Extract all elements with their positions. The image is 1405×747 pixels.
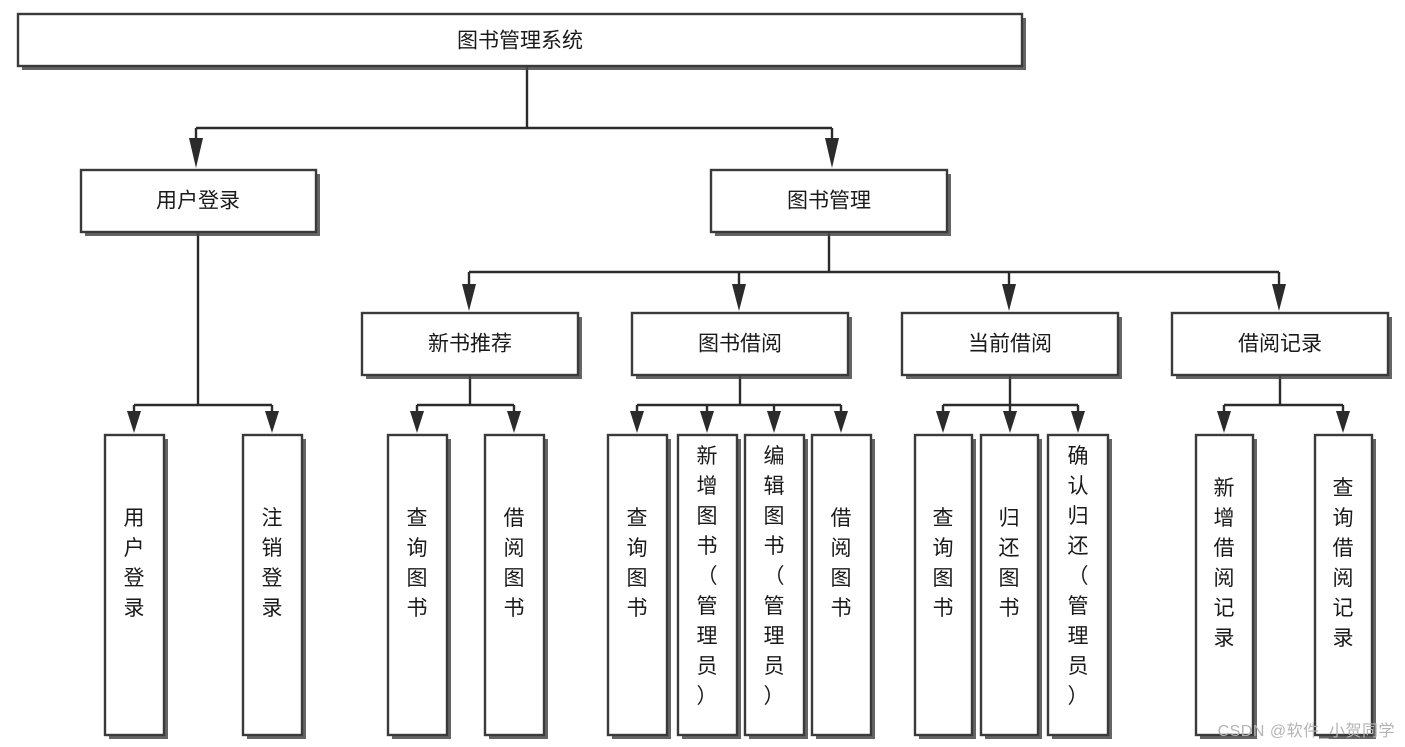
- current-borrow-box: [900, 311, 1120, 377]
- book-borrow-box: [630, 311, 850, 377]
- connector-group-book-management: [462, 232, 1286, 311]
- leaf-query-book-1-label: 查询图书: [407, 507, 428, 620]
- leaf-query-borrow-record-box: [1313, 433, 1374, 737]
- new-book-recommend-label: 新书推荐: [428, 333, 512, 356]
- node-leaf-borrow-book-1[interactable]: 借阅图书: [483, 433, 548, 739]
- book-management-label: 图书管理: [787, 190, 871, 213]
- borrow-record-box: [1170, 311, 1390, 377]
- node-user-login[interactable]: 用户登录: [79, 168, 320, 236]
- leaf-return-book-box: [979, 433, 1040, 737]
- node-current-borrow[interactable]: 当前借阅: [900, 311, 1122, 379]
- leaf-add-book-admin-box: [676, 433, 739, 737]
- node-leaf-query-book-3[interactable]: 查询图书: [913, 433, 976, 739]
- arrowhead-leaf-logout-login: [265, 411, 279, 433]
- leaf-confirm-return-admin-box: [1046, 433, 1110, 737]
- book-borrow-label: 图书借阅: [698, 333, 782, 356]
- node-leaf-return-book[interactable]: 归还图书: [979, 433, 1042, 739]
- arrowhead-leaf-user-login: [127, 411, 141, 433]
- leaf-query-book-1-box: [386, 433, 449, 737]
- root-label: 图书管理系统: [457, 30, 583, 53]
- connector-group-user-login: [127, 232, 279, 433]
- node-book-borrow[interactable]: 图书借阅: [630, 311, 852, 379]
- leaf-query-book-2-box: [606, 433, 669, 737]
- arrowhead-leaf-query-borrow-record: [1336, 411, 1350, 433]
- leaf-query-book-3-box: [913, 433, 974, 737]
- arrowhead-leaf-confirm-return-admin: [1071, 411, 1085, 433]
- user-login-label: 用户登录: [156, 190, 240, 213]
- node-leaf-borrow-book-2[interactable]: 借阅图书: [810, 433, 875, 739]
- borrow-record-label: 借阅记录: [1238, 333, 1322, 356]
- connector-group-current-borrow: [936, 375, 1085, 433]
- arrowhead-leaf-borrow-book-2: [834, 411, 848, 433]
- leaf-borrow-book-2-box: [810, 433, 873, 737]
- book-management-box: [709, 168, 949, 234]
- arrowhead-current-borrow: [1002, 284, 1016, 311]
- leaf-logout-login-box: [241, 433, 304, 737]
- node-leaf-confirm-return-admin[interactable]: 确认归还（管理员）: [1046, 433, 1112, 739]
- arrowhead-book-borrow: [732, 284, 746, 311]
- leaf-user-login-label: 用户登录: [124, 507, 145, 620]
- arrowhead-leaf-query-book-1: [410, 411, 424, 433]
- current-borrow-label: 当前借阅: [968, 333, 1052, 356]
- arrowhead-leaf-add-book-admin: [700, 411, 714, 433]
- arrowhead-leaf-query-book-3: [936, 411, 950, 433]
- node-new-book-recommend[interactable]: 新书推荐: [360, 311, 582, 379]
- leaf-edit-book-admin-box: [743, 433, 806, 737]
- connector-group-book-borrow: [630, 375, 848, 433]
- arrowhead-new-book-recommend: [462, 284, 476, 311]
- leaf-edit-book-admin-label: 编辑图书（管理员）: [764, 445, 785, 708]
- leaf-borrow-book-1-label: 借阅图书: [504, 507, 525, 620]
- root-box: [16, 12, 1024, 68]
- leaf-add-book-admin-label: 新增图书（管理员）: [697, 445, 718, 708]
- leaf-confirm-return-admin-label: 确认归还（管理员）: [1068, 445, 1089, 708]
- arrowhead-user-login: [189, 138, 203, 168]
- node-leaf-user-login[interactable]: 用户登录: [103, 433, 168, 739]
- leaf-query-book-2-label: 查询图书: [627, 507, 648, 620]
- node-leaf-add-book-admin[interactable]: 新增图书（管理员）: [676, 433, 741, 739]
- leaf-return-book-label: 归还图书: [999, 507, 1020, 620]
- leaf-query-book-3-label: 查询图书: [933, 507, 954, 620]
- leaf-borrow-book-1-box: [483, 433, 546, 737]
- node-borrow-record[interactable]: 借阅记录: [1170, 311, 1392, 379]
- node-leaf-query-book-2[interactable]: 查询图书: [606, 433, 671, 739]
- node-leaf-query-borrow-record[interactable]: 查询借阅记录: [1313, 433, 1376, 739]
- leaf-logout-login-label: 注销登录: [262, 507, 283, 620]
- leaf-add-borrow-record-box: [1194, 433, 1255, 737]
- connector-group-new-book-recommend: [410, 375, 521, 433]
- arrowhead-leaf-query-book-2: [630, 411, 644, 433]
- connector-group-root: [189, 66, 839, 168]
- connector-group-borrow-record: [1217, 375, 1350, 433]
- node-leaf-edit-book-admin[interactable]: 编辑图书（管理员）: [743, 433, 808, 739]
- leaf-borrow-book-2-label: 借阅图书: [831, 507, 852, 620]
- leaf-add-borrow-record-label: 新增借阅记录: [1214, 477, 1235, 650]
- arrowhead-leaf-borrow-book-1: [507, 411, 521, 433]
- node-leaf-add-borrow-record[interactable]: 新增借阅记录: [1194, 433, 1257, 739]
- leaf-user-login-box: [103, 433, 166, 737]
- arrowhead-borrow-record: [1272, 284, 1286, 311]
- new-book-recommend-box: [360, 311, 580, 377]
- node-leaf-logout-login[interactable]: 注销登录: [241, 433, 306, 739]
- arrowhead-book-management: [825, 138, 839, 168]
- arrowhead-leaf-return-book: [1003, 411, 1017, 433]
- arrowhead-leaf-add-borrow-record: [1217, 411, 1231, 433]
- node-root[interactable]: 图书管理系统: [16, 12, 1026, 70]
- node-leaf-query-book-1[interactable]: 查询图书: [386, 433, 451, 739]
- user-login-box: [79, 168, 318, 234]
- node-book-management[interactable]: 图书管理: [709, 168, 951, 236]
- arrowhead-leaf-edit-book-admin: [767, 411, 781, 433]
- leaf-query-borrow-record-label: 查询借阅记录: [1333, 477, 1354, 650]
